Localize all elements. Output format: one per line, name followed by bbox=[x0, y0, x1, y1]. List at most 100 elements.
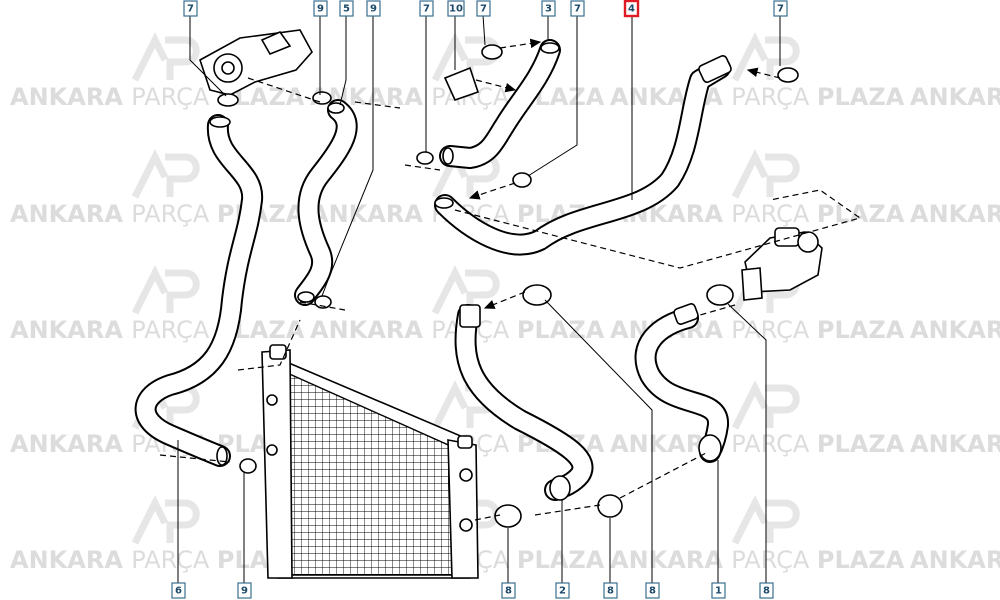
hose-5 bbox=[294, 99, 358, 306]
clamps bbox=[217, 44, 799, 528]
callout-4[interactable]: 4 bbox=[623, 0, 640, 18]
radiator-right-tank bbox=[447, 439, 479, 579]
callout-box bbox=[570, 0, 585, 17]
clamp-7 bbox=[512, 172, 532, 188]
callout-10[interactable]: 10 bbox=[447, 0, 465, 17]
callout-number: 9 bbox=[370, 4, 377, 15]
callout-number: 4 bbox=[628, 4, 635, 15]
callout-1[interactable]: 1 bbox=[711, 582, 726, 599]
callout-7[interactable]: 7 bbox=[570, 0, 585, 17]
callout-6[interactable]: 6 bbox=[171, 582, 186, 599]
clamp-7 bbox=[481, 44, 503, 60]
callout-number: 5 bbox=[343, 4, 350, 15]
watermark-text: ANKARA PARÇA PLAZA bbox=[10, 546, 305, 574]
callout-9[interactable]: 9 bbox=[237, 582, 252, 599]
clamp-7 bbox=[416, 151, 434, 165]
watermark-text: ANKARA PARÇA PLAZA bbox=[910, 83, 1000, 111]
watermark-text: ANKARA PARÇA PLAZA bbox=[610, 430, 905, 458]
callout-number: 6 bbox=[175, 586, 182, 597]
callout-number: 7 bbox=[187, 4, 194, 15]
callout-number: 7 bbox=[574, 4, 581, 15]
callout-number: 9 bbox=[241, 586, 248, 597]
watermark-logo bbox=[131, 495, 200, 545]
hose-4 bbox=[434, 55, 732, 256]
callout-8[interactable]: 8 bbox=[759, 582, 774, 599]
callout-box bbox=[419, 0, 434, 17]
callout-5[interactable]: 5 bbox=[339, 0, 354, 17]
connector-10 bbox=[443, 66, 480, 101]
watermark-text: ANKARA PARÇA PLAZA bbox=[910, 430, 1000, 458]
watermark-logo bbox=[131, 32, 200, 82]
callout-2[interactable]: 2 bbox=[555, 582, 570, 599]
watermark-text: ANKARA PARÇA PLAZA bbox=[910, 546, 1000, 574]
leader-lines bbox=[177, 14, 781, 585]
callout-box bbox=[603, 582, 618, 599]
watermark-logo bbox=[131, 265, 200, 315]
radiator-fitting bbox=[459, 468, 473, 482]
clamp-8 bbox=[706, 284, 734, 306]
callout-9[interactable]: 9 bbox=[313, 0, 328, 17]
watermark-text: ANKARA PARÇA PLAZA bbox=[610, 83, 905, 111]
callout-box bbox=[366, 0, 381, 17]
watermark-logo bbox=[131, 149, 200, 199]
callout-9[interactable]: 9 bbox=[366, 0, 381, 17]
callout-number: 1 bbox=[715, 586, 722, 597]
watermark-text: ANKARA PARÇA PLAZA bbox=[610, 546, 905, 574]
watermark-logo bbox=[731, 495, 800, 545]
callout-7[interactable]: 7 bbox=[476, 0, 491, 17]
assembly-lines bbox=[159, 38, 862, 521]
watermark-text: ANKARA PARÇA PLAZA bbox=[10, 200, 305, 228]
callout-box bbox=[773, 0, 788, 17]
callout-7[interactable]: 7 bbox=[773, 0, 788, 17]
callout-box bbox=[237, 582, 252, 599]
callout-box bbox=[759, 582, 774, 599]
watermark-text: ANKARA PARÇA PLAZA bbox=[10, 83, 305, 111]
watermark-logo bbox=[731, 32, 800, 82]
watermark-logo bbox=[431, 265, 500, 315]
callout-box bbox=[623, 0, 640, 18]
clamp-8 bbox=[522, 284, 552, 306]
callout-box bbox=[183, 0, 198, 17]
watermark-text: ANKARA PARÇA PLAZA bbox=[910, 316, 1000, 344]
radiator-bracket bbox=[269, 344, 287, 360]
callout-8[interactable]: 8 bbox=[501, 582, 516, 599]
hose-2 bbox=[454, 304, 594, 501]
callout-box bbox=[476, 0, 491, 17]
watermark-logo bbox=[731, 149, 800, 199]
watermark-logo bbox=[731, 380, 800, 430]
callout-number: 8 bbox=[763, 586, 770, 597]
callout-8[interactable]: 8 bbox=[603, 582, 618, 599]
radiator-left-tank bbox=[261, 349, 293, 579]
clamp-8 bbox=[597, 494, 623, 518]
watermark-text: ANKARA PARÇA PLAZA bbox=[10, 316, 305, 344]
callout-box bbox=[541, 0, 556, 17]
callout-box bbox=[313, 0, 328, 17]
radiator-fitting bbox=[266, 394, 278, 406]
radiator-fitting bbox=[459, 518, 473, 532]
clamp-9 bbox=[239, 458, 257, 474]
callout-number: 3 bbox=[545, 4, 552, 15]
clamp-8 bbox=[494, 504, 522, 528]
callout-number: 8 bbox=[505, 586, 512, 597]
callout-box bbox=[339, 0, 354, 17]
callout-box bbox=[645, 582, 660, 599]
callout-7[interactable]: 7 bbox=[183, 0, 198, 17]
radiator bbox=[261, 344, 479, 579]
callout-number: 7 bbox=[777, 4, 784, 15]
callout-box bbox=[711, 582, 726, 599]
hose-3 bbox=[439, 39, 561, 169]
callout-number: 9 bbox=[317, 4, 324, 15]
callout-7[interactable]: 7 bbox=[419, 0, 434, 17]
callout-8[interactable]: 8 bbox=[645, 582, 660, 599]
callout-3[interactable]: 3 bbox=[541, 0, 556, 17]
callout-box bbox=[555, 582, 570, 599]
watermark-text: ANKARA PARÇA PLAZA bbox=[910, 200, 1000, 228]
thermostat-housing-left bbox=[199, 29, 313, 96]
callout-box bbox=[171, 582, 186, 599]
callout-number: 7 bbox=[480, 4, 487, 15]
radiator-bracket bbox=[457, 435, 473, 449]
radiator-fitting bbox=[266, 444, 278, 456]
clamp-7 bbox=[217, 93, 239, 107]
